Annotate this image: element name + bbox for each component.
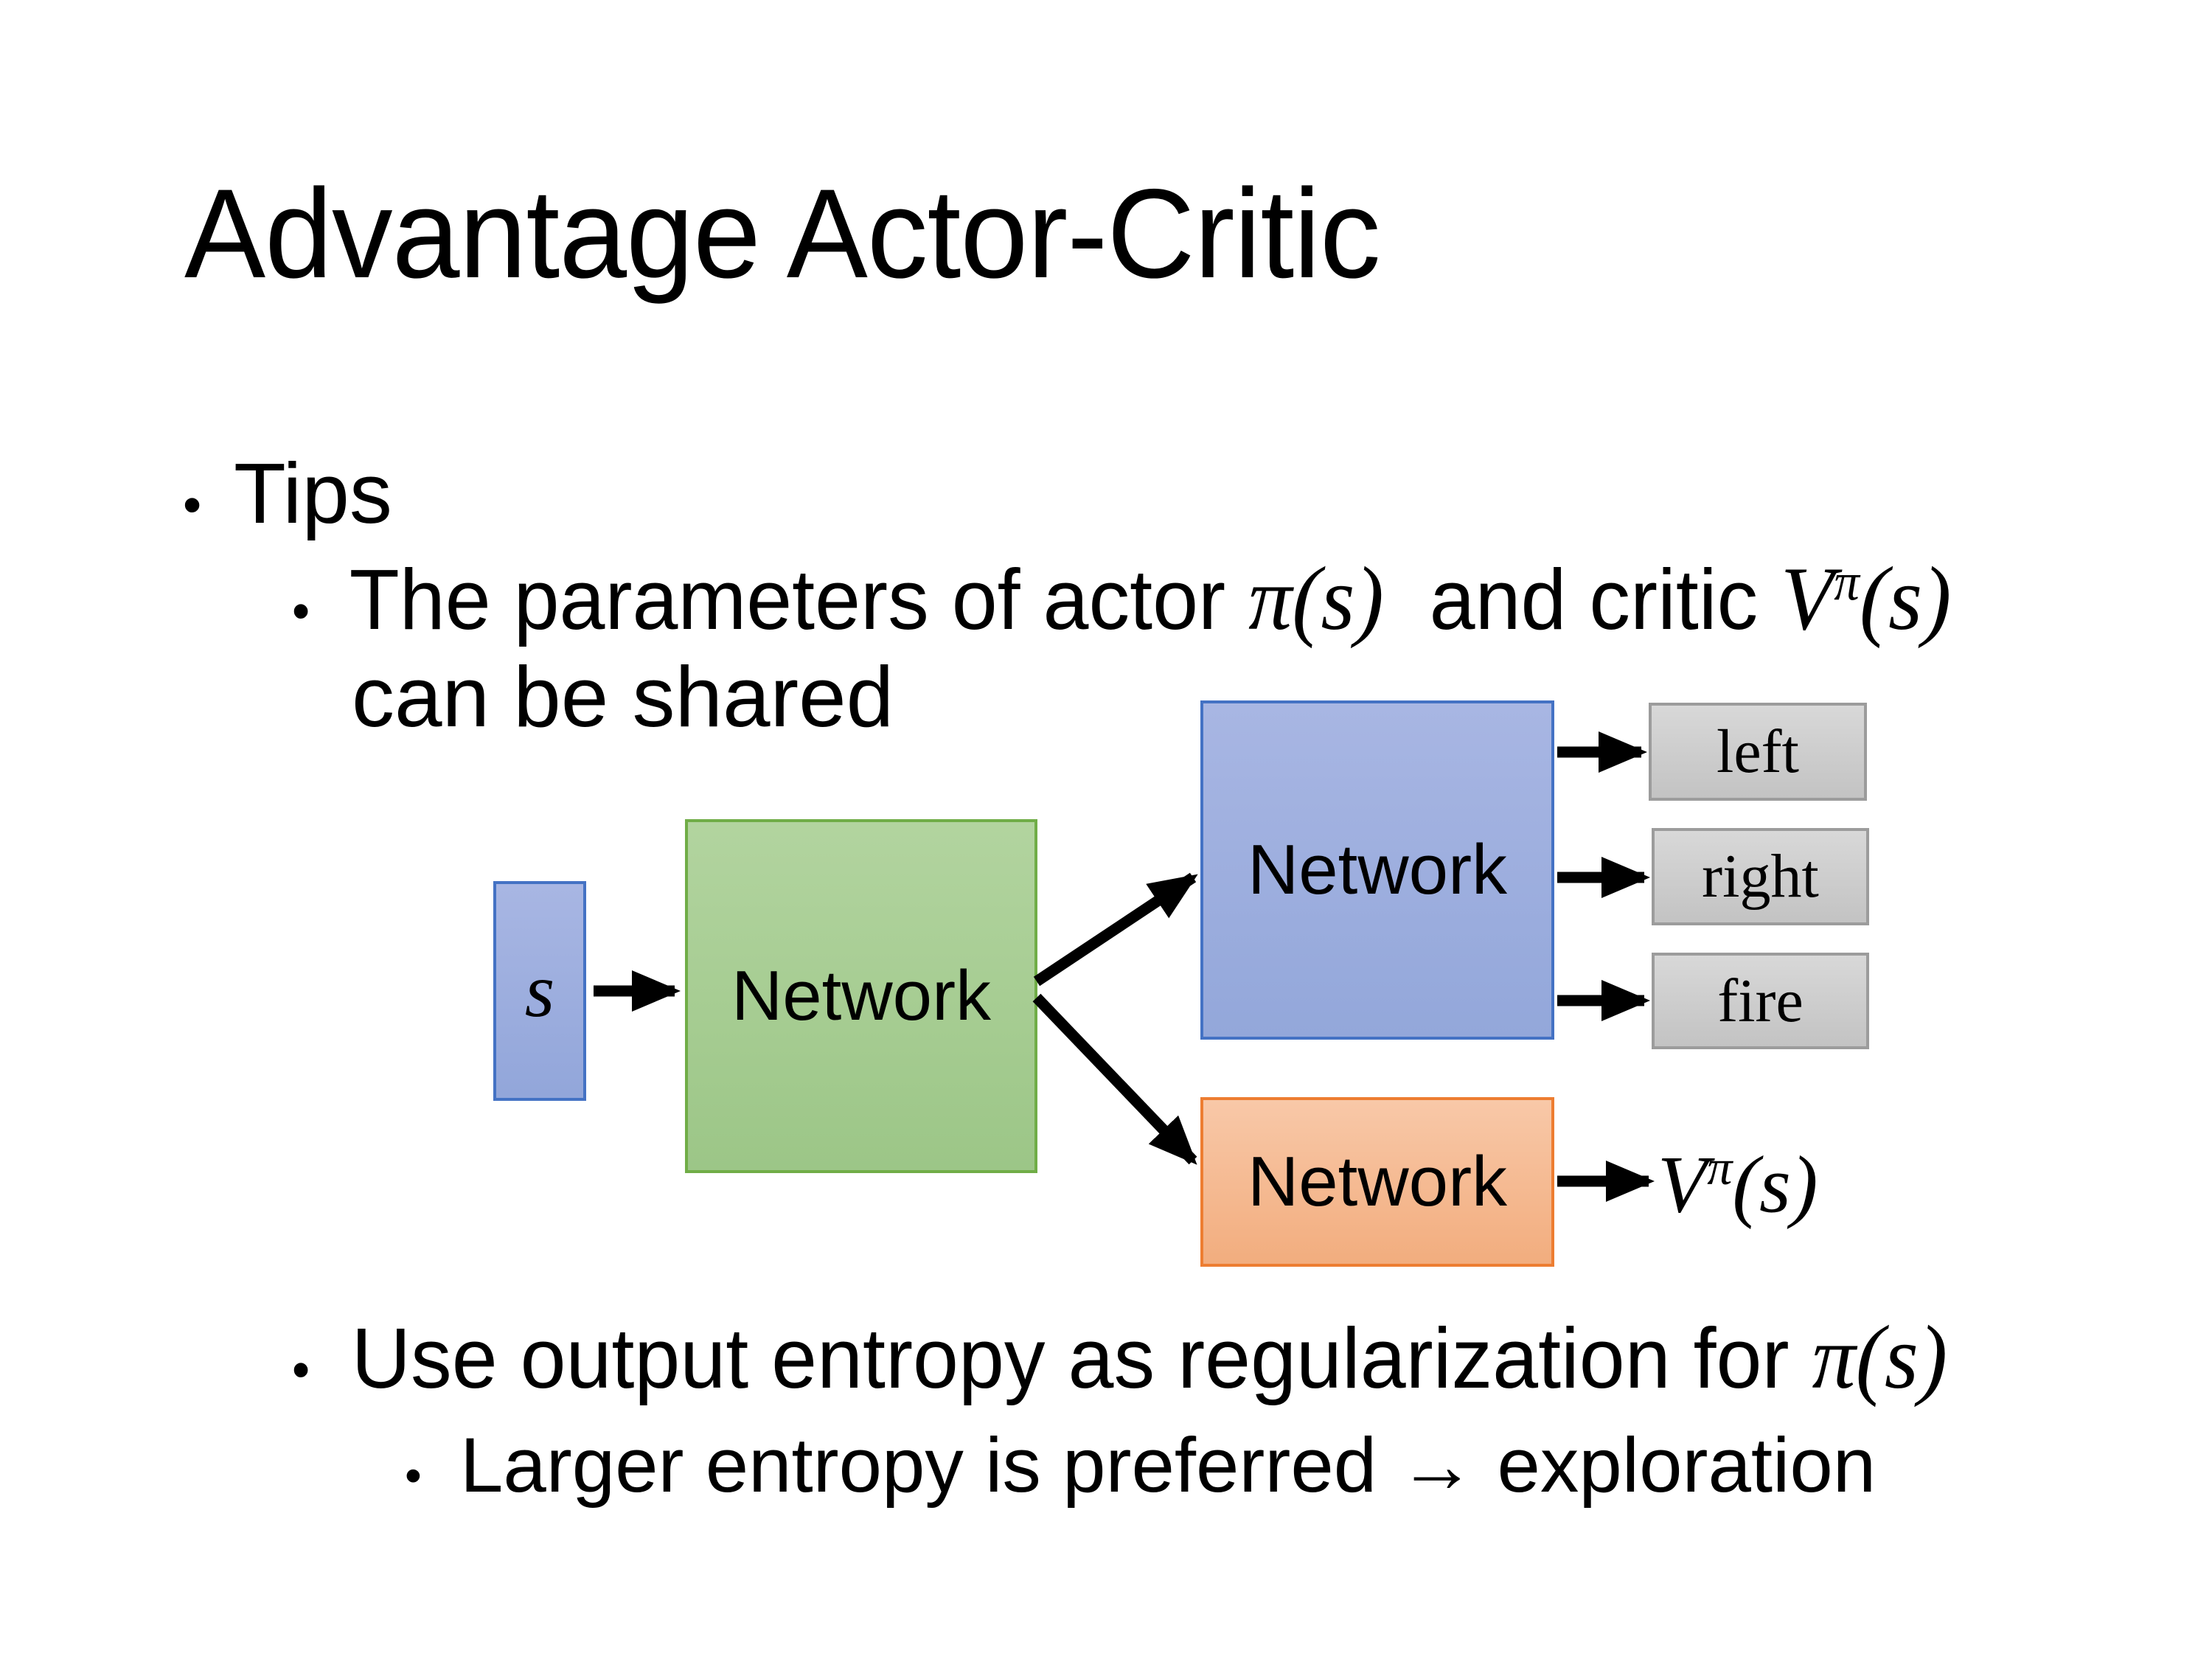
text-segment: V xyxy=(1658,1139,1708,1230)
text-segment: π xyxy=(1707,1138,1733,1195)
bullet-icon: • xyxy=(183,476,202,535)
critic-value-text: Vπ(s) xyxy=(1658,1142,1818,1225)
text-segment: Use output entropy as regularization for xyxy=(351,1310,1812,1406)
actor-network-box: Network xyxy=(1200,700,1554,1040)
action-box-right: right xyxy=(1652,828,1869,925)
text-segment: V xyxy=(1781,548,1834,649)
text-segment: π xyxy=(1834,552,1860,612)
tips-text: Tips xyxy=(234,451,392,536)
state-input-box: s xyxy=(493,881,586,1101)
critic-value-output: Vπ(s) xyxy=(1658,1121,1818,1246)
text-segment: Larger entropy is preferred → exploratio… xyxy=(460,1422,1877,1509)
text-segment: π(s) xyxy=(1812,1307,1948,1408)
action-label-right: right xyxy=(1702,842,1819,911)
action-box-left: left xyxy=(1649,703,1867,801)
exploration-text: Larger entropy is preferred → exploratio… xyxy=(460,1427,1876,1504)
critic-network-label: Network xyxy=(1247,1142,1508,1221)
shared-network-label: Network xyxy=(731,956,992,1035)
text-segment: and critic xyxy=(1383,552,1781,647)
critic-network-box: Network xyxy=(1200,1097,1554,1267)
actor-network-label: Network xyxy=(1247,830,1508,909)
action-label-fire: fire xyxy=(1717,966,1804,1035)
state-input-label: s xyxy=(524,948,555,1033)
shared-params-text: The parameters of actor π(s) and critic … xyxy=(349,552,1952,647)
bullet-line-shared-params-wrap: can be shared xyxy=(352,654,894,740)
bullet-icon: • xyxy=(292,582,310,641)
text-segment: π(s) xyxy=(1248,548,1384,649)
shared-network-box: Network xyxy=(685,819,1037,1173)
text-segment: The parameters of actor xyxy=(349,552,1249,647)
slide-title: Advantage Actor-Critic xyxy=(184,163,1381,305)
shared-params-text-2: can be shared xyxy=(352,654,894,740)
text-segment: Tips xyxy=(234,445,392,541)
bullet-icon: • xyxy=(405,1448,422,1502)
bullet-line-shared-params: • The parameters of actor π(s) and criti… xyxy=(292,552,1952,647)
bullet-line-exploration: • Larger entropy is preferred → explorat… xyxy=(405,1427,1876,1504)
arrow-shared-to-actor xyxy=(1033,872,1198,987)
text-segment: (s) xyxy=(1859,548,1952,649)
bullet-line-tips: • Tips xyxy=(183,451,392,536)
bullet-line-entropy: • Use output entropy as regularization f… xyxy=(292,1312,1947,1403)
entropy-text: Use output entropy as regularization for… xyxy=(352,1312,1948,1403)
action-label-left: left xyxy=(1717,717,1799,786)
arrow-shared-to-critic xyxy=(1032,993,1197,1165)
text-segment: (s) xyxy=(1732,1139,1818,1230)
action-box-fire: fire xyxy=(1652,953,1869,1049)
text-segment: can be shared xyxy=(352,649,894,745)
bullet-icon: • xyxy=(292,1340,310,1399)
